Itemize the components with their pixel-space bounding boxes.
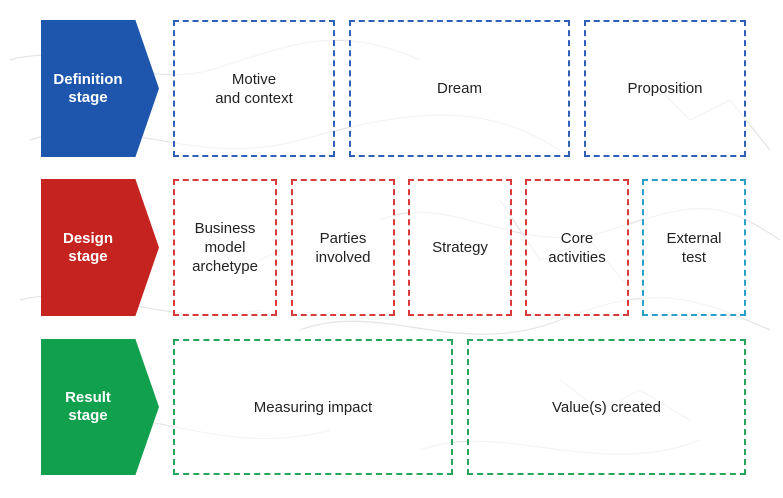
result-stage-arrow: Result stage [41, 339, 159, 475]
box-label: Proposition [627, 80, 703, 97]
parties-involved-box: Parties involved [291, 179, 395, 316]
business-model-archetype-box: Business model archetype [173, 179, 277, 316]
box-label: Dream [436, 80, 482, 97]
box-label: Core activities [548, 229, 606, 266]
core-activities-box: Core activities [525, 179, 629, 316]
box-label: External test [666, 229, 722, 266]
definition-stage-label: Definition stage [53, 70, 123, 106]
definition-stage-arrow: Definition stage [41, 20, 159, 157]
result-stage-label: Result stage [65, 389, 111, 424]
box-label: Motive and context [215, 70, 293, 107]
box-label: Parties involved [315, 229, 371, 266]
motive-and-context-box: Motive and context [173, 20, 335, 157]
strategy-box: Strategy [408, 179, 512, 316]
design-stage-arrow: Design stage [41, 179, 159, 316]
measuring-impact-box: Measuring impact [173, 339, 453, 475]
box-label: Value(s) created [552, 398, 661, 416]
box-label: Measuring impact [253, 398, 373, 416]
values-created-box: Value(s) created [467, 339, 746, 475]
external-test-box: External test [642, 179, 746, 316]
box-label: Strategy [432, 239, 488, 256]
proposition-box: Proposition [584, 20, 746, 157]
box-label: Business model archetype [192, 220, 258, 275]
dream-box: Dream [349, 20, 570, 157]
design-stage-label: Design stage [62, 229, 113, 265]
